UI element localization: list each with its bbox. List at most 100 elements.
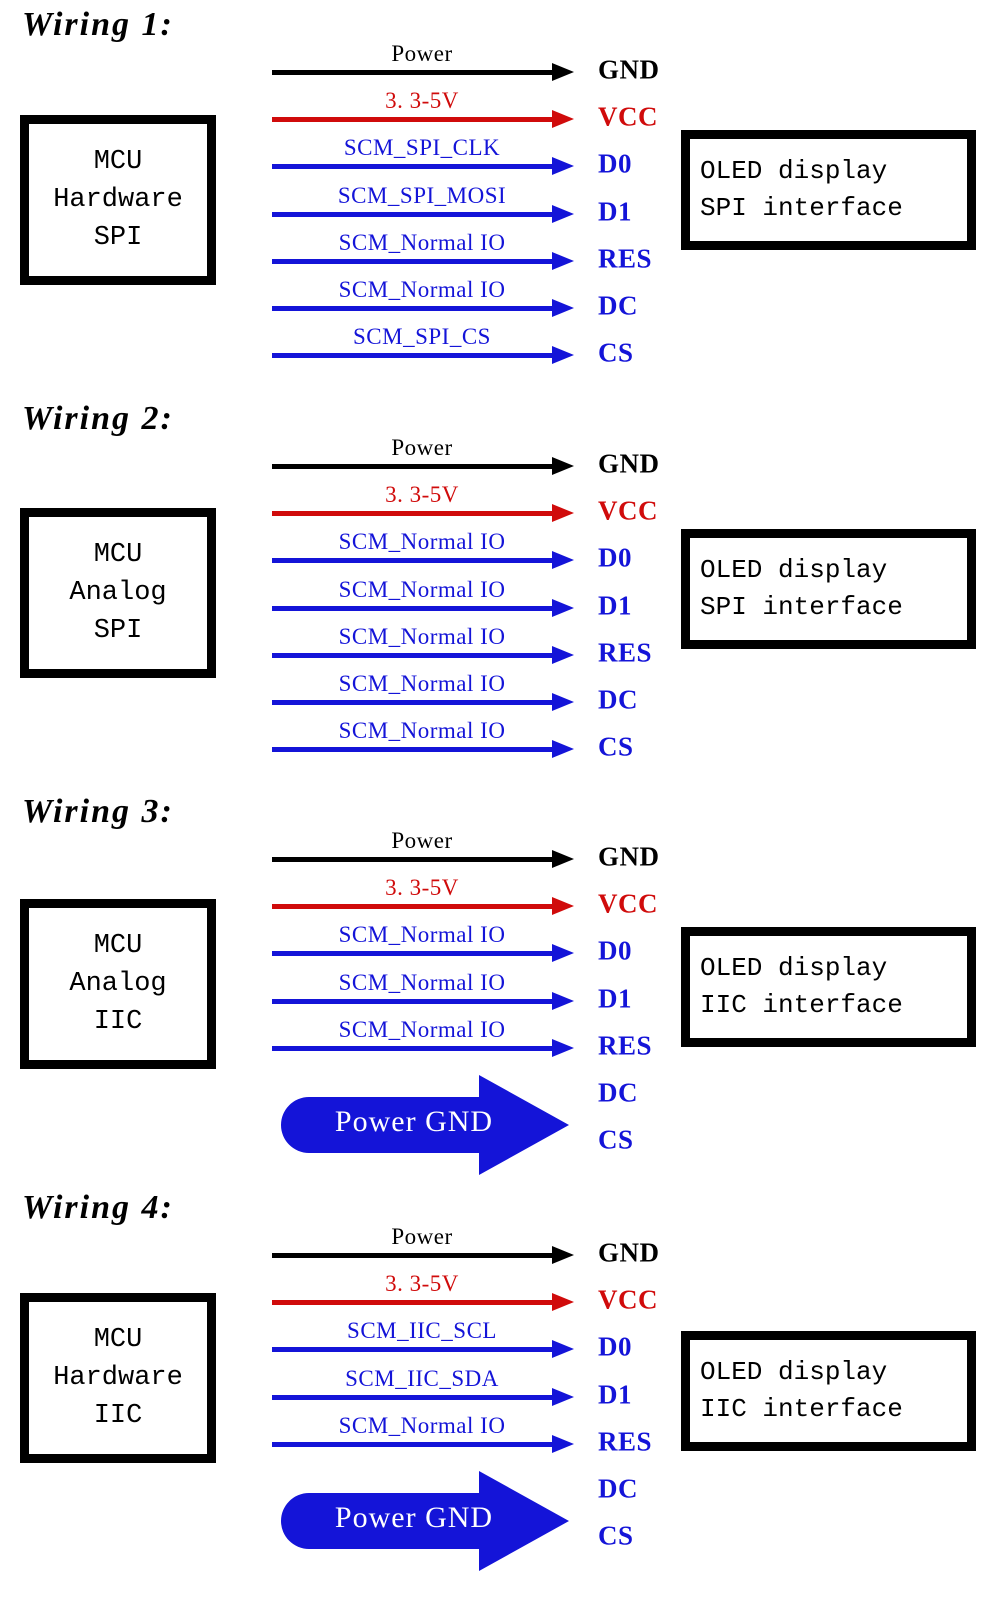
oled-pin-label: RES xyxy=(598,243,653,274)
signal-wire-line xyxy=(272,700,555,705)
signal-wire-arrowhead-icon xyxy=(552,457,574,475)
mcu-box-line: Analog xyxy=(69,577,167,608)
signal-wire-arrowhead-icon xyxy=(552,504,574,523)
signal-wire-arrowhead-icon xyxy=(552,1293,574,1312)
signal-wire-arrowhead-icon xyxy=(552,204,574,223)
signal-wire-label: SCM_Normal IO xyxy=(338,969,506,995)
oled-box-line: OLED display xyxy=(700,1357,888,1388)
oled-pin-label: DC xyxy=(598,1473,638,1504)
signal-wire-label: SCM_Normal IO xyxy=(338,1016,506,1042)
wiring-section-title: Wiring 2: xyxy=(22,400,174,437)
mcu-box-line: IIC xyxy=(93,1007,143,1038)
power-gnd-block-arrow: Power GND xyxy=(279,1075,569,1175)
signal-wire-line xyxy=(272,117,555,123)
signal-wire-arrowhead-icon xyxy=(552,693,574,711)
signal-wire-label: 3. 3-5V xyxy=(385,88,459,114)
signal-wire-arrowhead-icon xyxy=(552,645,574,664)
signal-wire-arrowhead-icon xyxy=(552,944,574,963)
signal-wire-arrowhead-icon xyxy=(552,299,574,317)
oled-box-line: OLED display xyxy=(700,156,888,187)
mcu-box-line: IIC xyxy=(93,1401,143,1432)
oled-pin-label: RES xyxy=(598,1030,653,1061)
signal-wire-line xyxy=(272,998,555,1004)
signal-wire-line xyxy=(272,652,555,658)
power-gnd-arrow-label: Power GND xyxy=(334,1105,494,1138)
signal-wire-line xyxy=(272,1394,555,1400)
signal-wire-label: Power xyxy=(391,828,453,853)
signal-wire-arrowhead-icon xyxy=(552,110,574,129)
signal-wire-line xyxy=(272,211,555,217)
mcu-box-line: Analog xyxy=(69,968,167,999)
wiring-section-title: Wiring 1: xyxy=(22,6,174,43)
signal-wire-line xyxy=(272,1045,555,1051)
signal-wire-label: 3. 3-5V xyxy=(385,482,459,508)
oled-pin-label: D0 xyxy=(598,935,632,966)
signal-wire-line xyxy=(272,605,555,611)
signal-wire-label: SCM_Normal IO xyxy=(338,718,506,744)
oled-pin-label: GND xyxy=(598,1237,660,1268)
oled-pin-label: D0 xyxy=(598,1331,632,1362)
signal-wire-line xyxy=(272,464,555,469)
oled-pin-label: D0 xyxy=(598,148,632,179)
mcu-box-line: SPI xyxy=(93,223,143,254)
signal-wire-arrowhead-icon xyxy=(552,63,574,81)
signal-wire-line xyxy=(272,70,555,75)
signal-wire-arrowhead-icon xyxy=(552,598,574,617)
oled-pin-label: VCC xyxy=(598,888,658,919)
signal-wire-label: SCM_SPI_MOSI xyxy=(337,182,507,208)
signal-wire-label: SCM_Normal IO xyxy=(338,576,506,602)
oled-pin-label: D1 xyxy=(598,196,632,227)
oled-pin-label: D1 xyxy=(598,983,632,1014)
oled-box-line: SPI interface xyxy=(700,193,903,223)
signal-wire-arrowhead-icon xyxy=(552,346,574,365)
oled-pin-label: RES xyxy=(598,637,653,668)
power-gnd-arrow-shape-icon xyxy=(281,1471,569,1571)
signal-wire-label: SCM_SPI_CS xyxy=(353,324,491,350)
oled-pin-label: DC xyxy=(598,290,638,321)
signal-wire-label: Power xyxy=(391,41,453,66)
signal-wire-arrowhead-icon xyxy=(552,1246,574,1264)
signal-wire-line xyxy=(272,306,555,311)
mcu-box-line: MCU xyxy=(93,539,143,570)
mcu-box-line: MCU xyxy=(93,930,143,961)
signal-wire-label: SCM_IIC_SCL xyxy=(347,1318,497,1344)
oled-pin-label: RES xyxy=(598,1426,653,1457)
mcu-box-line: MCU xyxy=(93,146,143,177)
signal-wire-line xyxy=(272,511,555,517)
oled-pin-label: CS xyxy=(598,731,634,762)
signal-wire-label: SCM_Normal IO xyxy=(338,1412,506,1438)
oled-pin-label: D1 xyxy=(598,1379,632,1410)
wiring-section-title: Wiring 4: xyxy=(22,1189,174,1226)
signal-wire-line xyxy=(272,258,555,264)
signal-wire-label: 3. 3-5V xyxy=(385,1271,459,1297)
mcu-box-line: MCU xyxy=(93,1324,143,1355)
signal-wire-arrowhead-icon xyxy=(552,740,574,759)
signal-wire-label: 3. 3-5V xyxy=(385,875,459,901)
signal-wire-arrowhead-icon xyxy=(552,897,574,916)
signal-wire-label: SCM_Normal IO xyxy=(338,671,506,696)
power-gnd-arrow-label: Power GND xyxy=(334,1501,494,1534)
signal-wire-line xyxy=(272,747,555,753)
signal-wire-label: SCM_Normal IO xyxy=(338,277,506,302)
signal-wire-line xyxy=(272,164,555,170)
oled-pin-label: DC xyxy=(598,684,638,715)
signal-wire-line xyxy=(272,951,555,957)
signal-wire-arrowhead-icon xyxy=(552,157,574,176)
signal-wire-line xyxy=(272,857,555,862)
wiring-section-title: Wiring 3: xyxy=(22,793,174,830)
oled-pin-label: VCC xyxy=(598,1284,658,1315)
oled-pin-label: CS xyxy=(598,1520,634,1551)
oled-pin-label: GND xyxy=(598,448,660,479)
signal-wire-arrowhead-icon xyxy=(552,1340,574,1359)
signal-wire-arrowhead-icon xyxy=(552,551,574,570)
signal-wire-line xyxy=(272,1441,555,1447)
signal-wire-label: SCM_Normal IO xyxy=(338,922,506,948)
signal-wire-label: Power xyxy=(391,435,453,460)
